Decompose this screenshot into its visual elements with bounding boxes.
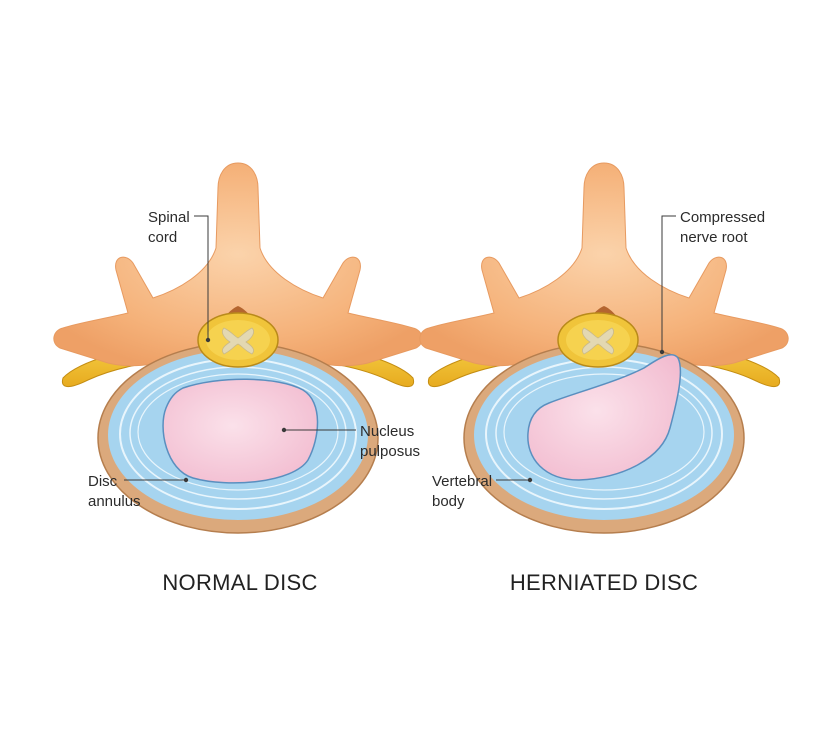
label-nucleus-line1: Nucleus (360, 423, 414, 440)
label-nucleus-line2: pulposus (360, 443, 420, 460)
vertebral-body (463, 342, 745, 534)
label-compressed-nerve-root: Compressed nerve root (659, 209, 765, 355)
label-disc-annulus: Disc annulus (88, 473, 189, 510)
label-vertebral-line2: body (432, 493, 465, 510)
label-spinal-cord: Spinal cord (148, 209, 211, 343)
label-disc-annulus-line1: Disc (88, 473, 118, 490)
label-vertebral-line1: Vertebral (432, 473, 492, 490)
disc-annulus (97, 342, 379, 534)
label-nucleus-pulposus: Nucleus pulposus (281, 423, 420, 460)
label-compressed-line1: Compressed (680, 209, 765, 226)
label-disc-annulus-line2: annulus (88, 493, 141, 510)
label-spinal-cord-line1: Spinal (148, 209, 190, 226)
herniated-disc-panel (419, 162, 789, 534)
nucleus-pulposus (162, 378, 319, 484)
caption-herniated-disc: HERNIATED DISC (510, 570, 698, 595)
spinal-cord (557, 312, 639, 368)
herniated-nucleus (527, 354, 682, 481)
caption-normal-disc: NORMAL DISC (162, 570, 317, 595)
label-spinal-cord-line2: cord (148, 229, 177, 246)
normal-disc-panel (53, 162, 423, 534)
label-vertebral-body: Vertebral body (432, 473, 533, 510)
label-compressed-line2: nerve root (680, 229, 748, 246)
